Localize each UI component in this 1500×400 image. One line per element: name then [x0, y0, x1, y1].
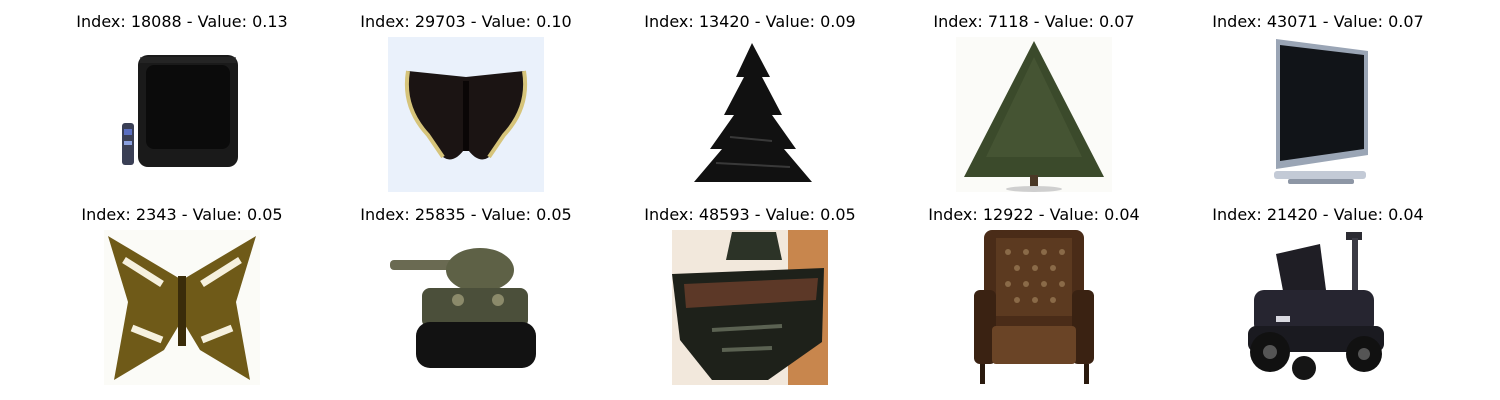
cell-title: Index: 18088 - Value: 0.13	[76, 12, 288, 31]
cell-title: Index: 29703 - Value: 0.10	[360, 12, 572, 31]
cell-title: Index: 12922 - Value: 0.04	[928, 205, 1140, 224]
thumbnail-butterfly-dark	[388, 37, 544, 192]
cell-title: Index: 43071 - Value: 0.07	[1212, 12, 1424, 31]
cell-title: Index: 2343 - Value: 0.05	[81, 205, 283, 224]
thumbnail-toy-tank	[388, 230, 544, 385]
thumbnail-tv-with-remote	[104, 37, 260, 192]
thumbnail-armchair	[956, 230, 1112, 385]
cell-title: Index: 48593 - Value: 0.05	[644, 205, 856, 224]
cell-title: Index: 13420 - Value: 0.09	[644, 12, 856, 31]
thumbnail-pine-tree-dark	[672, 37, 828, 192]
cell-title: Index: 7118 - Value: 0.07	[933, 12, 1135, 31]
cell-title: Index: 25835 - Value: 0.05	[360, 205, 572, 224]
thumbnail-riding-mower	[1240, 230, 1396, 385]
thumbnail-butterfly-brown	[104, 230, 260, 385]
thumbnail-tank-closeup	[672, 230, 828, 385]
thumbnail-flat-tv	[1240, 37, 1396, 192]
cell-title: Index: 21420 - Value: 0.04	[1212, 205, 1424, 224]
thumbnail-pine-tree-green	[956, 37, 1112, 192]
